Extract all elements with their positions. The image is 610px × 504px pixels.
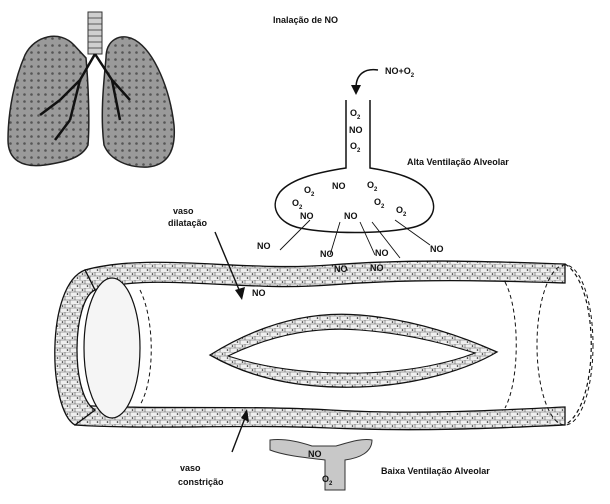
vasoconstriction-label-line2: constrição <box>178 478 224 487</box>
no-molecule: NO <box>370 263 384 273</box>
o2-molecule: O2 <box>292 198 302 211</box>
left-lung <box>8 36 89 165</box>
low-ventilation-label: Baixa Ventilação Alveolar <box>381 467 490 476</box>
o2-molecule: O2 <box>304 185 314 198</box>
o2-molecule: O2 <box>396 205 406 218</box>
no-molecule: NO <box>334 264 348 274</box>
no-molecule: NO <box>332 181 346 191</box>
high-ventilation-label: Alta Ventilação Alveolar <box>407 158 509 167</box>
o2-molecule: O2 <box>350 108 360 121</box>
no-molecule: NO <box>430 244 444 254</box>
no-molecule: NO <box>344 211 358 221</box>
no-molecule: NO <box>300 211 314 221</box>
no-molecule: NO <box>257 241 271 251</box>
o2-molecule: O2 <box>374 197 384 210</box>
alveolus-low <box>270 439 372 490</box>
no-molecule: NO <box>349 125 363 135</box>
no-molecule: NO <box>375 248 389 258</box>
blood-vessel <box>55 261 593 430</box>
diagram-title: Inalação de NO <box>273 16 338 25</box>
inhaled-mixture-label: NO+O2 <box>385 66 414 79</box>
o2-molecule: O2 <box>322 474 332 487</box>
vasodilation-label-line2: dilatação <box>168 219 207 228</box>
o2-molecule: O2 <box>350 141 360 154</box>
right-lung <box>102 37 174 167</box>
o2-molecule: O2 <box>367 180 377 193</box>
no-molecule: NO <box>308 449 322 459</box>
vasoconstriction-label-line1: vaso <box>180 464 201 473</box>
vasodilation-label-line1: vaso <box>173 207 194 216</box>
no-molecule: NO <box>252 288 266 298</box>
inhalation-arrowhead <box>351 85 361 95</box>
lungs-illustration <box>8 12 174 167</box>
vasodilation-arrowhead <box>235 287 245 300</box>
no-molecule: NO <box>320 249 334 259</box>
